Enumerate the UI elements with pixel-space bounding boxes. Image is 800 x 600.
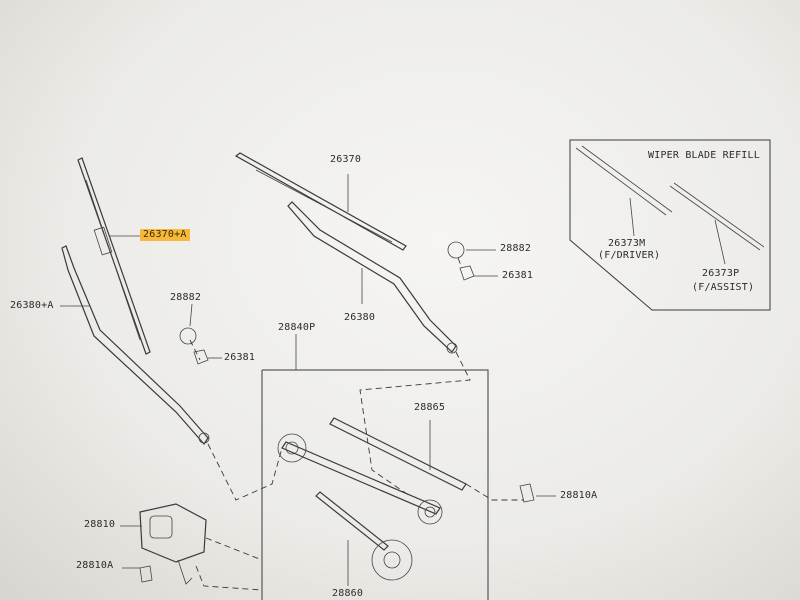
left-wiper-arm: [61, 245, 209, 445]
right-pivot: [417, 499, 443, 525]
label-26370: 26370: [330, 154, 362, 165]
refill-title: WIPER BLADE REFILL: [648, 150, 760, 161]
refill-assist-a: [669, 185, 761, 251]
label-26380: 26380: [344, 312, 376, 323]
label-28882-right: 28882: [500, 243, 532, 254]
linkage-rod-lower: [315, 491, 389, 551]
label-28882-left: 28882: [170, 292, 202, 303]
label-26373M-sub: (F/DRIVER): [598, 250, 661, 261]
label-28810: 28810: [84, 519, 116, 530]
refill-driver-a: [575, 147, 667, 216]
label-26373P-sub: (F/ASSIST): [692, 282, 755, 293]
leader-26373P: [714, 219, 726, 265]
label-26373P: 26373P: [702, 268, 740, 279]
left-nut-26381: [193, 349, 209, 365]
linkage-box: [261, 369, 489, 600]
label-28860: 28860: [332, 588, 364, 599]
label-28810A-right: 28810A: [560, 490, 598, 501]
label-28840P: 28840P: [278, 322, 316, 333]
label-26381-right: 26381: [502, 270, 534, 281]
right-wiper-arm: [287, 201, 457, 353]
label-28810A-left: 28810A: [76, 560, 114, 571]
label-26380A: 26380+A: [10, 300, 54, 311]
leader-26373M: [629, 197, 635, 237]
motor-crank: [371, 539, 413, 581]
right-wiper-blade: [234, 152, 407, 251]
refill-assist-b: [673, 182, 765, 248]
label-26381-left: 26381: [224, 352, 256, 363]
refill-driver-b: [581, 145, 673, 213]
left-pivot: [277, 433, 307, 463]
wiper-motor: [139, 503, 207, 563]
label-26370A-highlighted: 26370+A: [140, 229, 190, 241]
linkage-rod-main: [281, 441, 441, 515]
refill-box: [569, 139, 771, 311]
right-cap-28882: [447, 241, 465, 259]
linkage-rod-upper: [329, 417, 467, 491]
label-28865: 28865: [414, 402, 446, 413]
label-26373M: 26373M: [608, 238, 646, 249]
left-cap-28882: [179, 327, 197, 345]
left-wiper-blade: [77, 157, 151, 355]
right-nut-26381: [459, 265, 475, 281]
left-bolt-28810A: [139, 565, 153, 583]
right-bolt-28810A: [519, 483, 535, 503]
